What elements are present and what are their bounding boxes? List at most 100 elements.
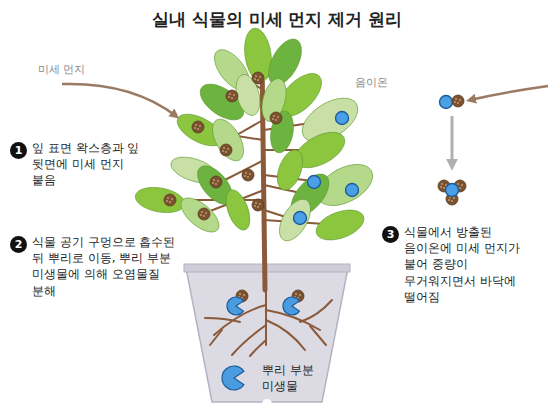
drawing-part: [175, 192, 224, 238]
drawing-part: [257, 79, 259, 81]
drawing-part: [459, 187, 461, 189]
dust-particle: [452, 95, 464, 107]
drawing-part: [203, 215, 205, 217]
drawing-part: [272, 147, 307, 194]
drawing-part: [273, 115, 275, 117]
drawing-part: [221, 187, 254, 233]
drawing-part: [233, 94, 235, 96]
drawing-part: [259, 203, 261, 205]
drawing-part: [222, 150, 224, 152]
drawing-part: [243, 294, 245, 296]
drawing-part: [440, 186, 442, 188]
dust-particle: [242, 169, 254, 181]
ion: [308, 176, 321, 189]
drawing-part: [457, 102, 459, 104]
drawing-part: [272, 118, 274, 120]
drawing-part: [244, 175, 246, 177]
drawing-part: [453, 197, 455, 199]
drawing-part: [265, 290, 267, 345]
drawing-part: [277, 116, 279, 118]
drawing-part: [255, 202, 257, 204]
drawing-part: [255, 75, 257, 77]
drawing-part: [254, 205, 256, 207]
label: 음이온: [355, 76, 388, 91]
drawing-part: [454, 101, 456, 103]
drawing-part: [223, 147, 225, 149]
drawing-part: [228, 96, 230, 98]
drawing-part: [210, 176, 222, 188]
drawing-part: [194, 127, 196, 129]
drawing-part: [169, 201, 171, 203]
drawing-part: [443, 187, 445, 189]
drawing-part: [459, 99, 461, 101]
drawing-part: [242, 169, 254, 181]
microbe: [283, 297, 299, 315]
callout-number: 1: [10, 142, 27, 159]
drawing-part: [164, 194, 176, 206]
drawing-part: [133, 184, 186, 216]
drawing-part: [257, 206, 259, 208]
callout-number: 2: [10, 236, 27, 253]
drawing-part: [215, 183, 217, 185]
drawing-part: [171, 198, 173, 200]
drawing-part: [205, 212, 207, 214]
microbe: [227, 297, 243, 315]
drawing-part: [457, 183, 459, 185]
drawing-part: [259, 76, 261, 78]
label: 뿌리 부분 미생물: [262, 362, 328, 394]
dust-particle: [226, 90, 238, 102]
drawing-part: [451, 200, 453, 202]
pot-hole: [262, 399, 272, 409]
drawing-part: [245, 172, 247, 174]
drawing-part: [448, 199, 450, 201]
drawing-part: [210, 330, 222, 345]
drawing-part: [249, 173, 251, 175]
drawing-part: [299, 294, 301, 296]
drawing-part: [217, 180, 219, 182]
drawing-part: [212, 182, 214, 184]
drawing-part: [226, 90, 238, 102]
leaves: [133, 26, 379, 245]
drawing-part: [252, 72, 264, 84]
microbe: [222, 366, 244, 390]
roots: [205, 290, 332, 356]
drawing-part: [452, 95, 464, 107]
callout-number: 3: [382, 226, 399, 243]
ion: [346, 184, 359, 197]
note: 잎 표면 왁스층과 잎 뒷면에 미세 먼지 붙음: [32, 140, 144, 189]
drawing-part: [192, 121, 204, 133]
drawing-part: [197, 128, 199, 130]
drawing-part: [199, 125, 201, 127]
drawing-part: [198, 208, 210, 220]
label: 미세 먼지: [38, 63, 86, 78]
drawing-part: [206, 114, 250, 166]
drawing-part: [239, 293, 241, 295]
dust-arrow: [470, 86, 548, 100]
drawing-part: [205, 318, 240, 322]
ion: [294, 212, 307, 225]
ion: [446, 184, 459, 197]
drawing-part: [232, 325, 266, 355]
drawing-part: [195, 124, 197, 126]
title: 실내 식물의 미세 먼지 제거 원리: [152, 8, 403, 31]
dust-particle: [210, 176, 222, 188]
drawing-part: [213, 179, 215, 181]
dust-particle: [192, 121, 204, 133]
stem: [160, 60, 345, 290]
dust-particle: [252, 199, 264, 211]
drawing-part: [200, 214, 202, 216]
drawing-part: [229, 93, 231, 95]
drawing-part: [250, 340, 266, 356]
note: 식물에서 방출된 음이온에 미세 먼지가 붙어 중량이 무거워지면서 바닥에 떨…: [404, 224, 530, 305]
drawing-part: [455, 98, 457, 100]
dust-arrow: [62, 84, 176, 116]
drawing-part: [270, 112, 282, 124]
drawing-part: [461, 184, 463, 186]
drawing-part: [166, 200, 168, 202]
drawing-part: [227, 148, 229, 150]
drawing-part: [220, 144, 232, 156]
drawing-part: [310, 326, 326, 345]
drawing-part: [201, 211, 203, 213]
drawing-part: [247, 176, 249, 178]
